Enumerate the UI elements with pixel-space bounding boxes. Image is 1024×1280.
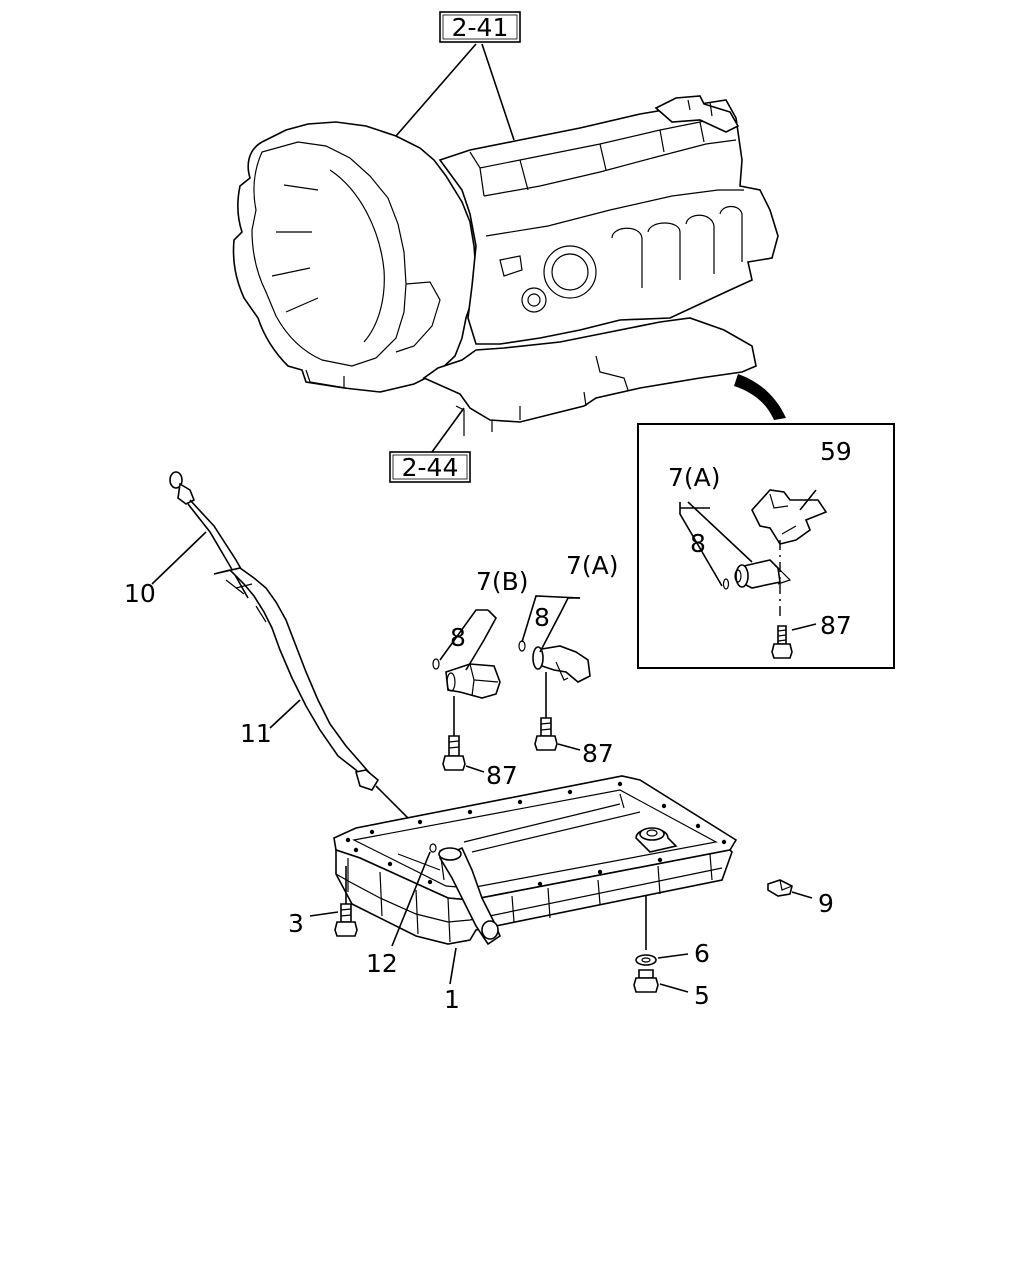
ref-label-valve-body: 2-44 — [402, 453, 459, 482]
callout-8-b: 8 — [450, 623, 466, 652]
callout-7b: 7(B) — [476, 567, 529, 596]
callout-8-a: 8 — [534, 603, 550, 632]
dipstick — [169, 471, 271, 623]
leader-ref-valve-body — [431, 407, 465, 453]
leader-ref-transmission — [395, 43, 515, 141]
transmission-assembly — [232, 95, 779, 436]
oil-pan — [333, 775, 738, 946]
inset-arrow — [734, 374, 786, 420]
callout-6: 6 — [694, 939, 710, 968]
ref-box-valve-body[interactable]: 2-44 — [389, 451, 471, 483]
ref-box-transmission[interactable]: 2-41 — [439, 11, 521, 43]
callout-7a: 7(A) — [566, 551, 619, 580]
part-9-clip — [767, 879, 813, 899]
leader-1 — [449, 947, 457, 985]
callout-5: 5 — [694, 981, 710, 1010]
inset-callout-87: 87 — [820, 611, 852, 640]
callout-12: 12 — [366, 949, 398, 978]
callout-10: 10 — [124, 579, 156, 608]
detail-inset: 7(A) 8 59 87 — [637, 423, 895, 669]
bolt-3 — [309, 866, 358, 937]
inset-callout-7a: 7(A) — [668, 463, 721, 492]
inset-callout-8: 8 — [690, 529, 706, 558]
leader-10 — [151, 531, 207, 585]
leader-12 — [391, 851, 431, 947]
drain-plug-assembly — [633, 896, 689, 993]
solenoid-7b — [432, 609, 501, 773]
callout-87-a: 87 — [582, 739, 614, 768]
callout-1: 1 — [444, 985, 460, 1014]
callout-87-b: 87 — [486, 761, 518, 790]
inset-callout-59: 59 — [820, 437, 852, 466]
leader-11 — [269, 699, 301, 729]
ref-label-transmission: 2-41 — [452, 13, 509, 42]
callout-11: 11 — [240, 719, 272, 748]
dipstick-tube — [213, 567, 427, 837]
solenoid-7a — [518, 595, 591, 751]
callout-9: 9 — [818, 889, 834, 918]
callout-3: 3 — [288, 909, 304, 938]
